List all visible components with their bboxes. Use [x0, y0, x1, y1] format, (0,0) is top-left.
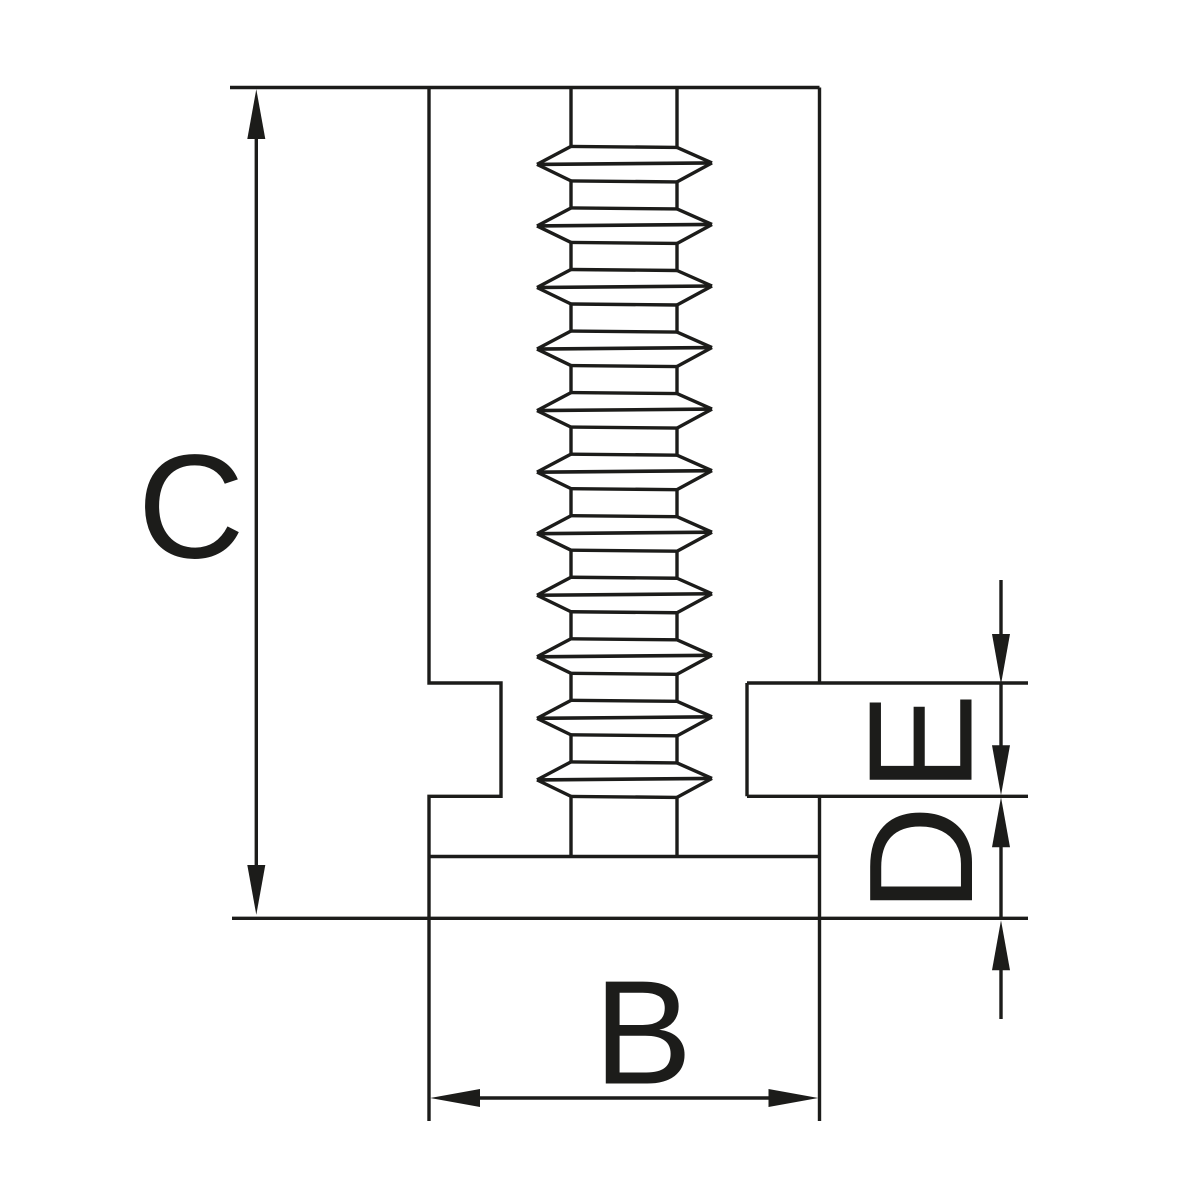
svg-text:D: D: [839, 806, 1004, 913]
svg-text:E: E: [839, 693, 1004, 792]
svg-text:B: B: [594, 951, 693, 1116]
svg-text:C: C: [138, 425, 245, 590]
